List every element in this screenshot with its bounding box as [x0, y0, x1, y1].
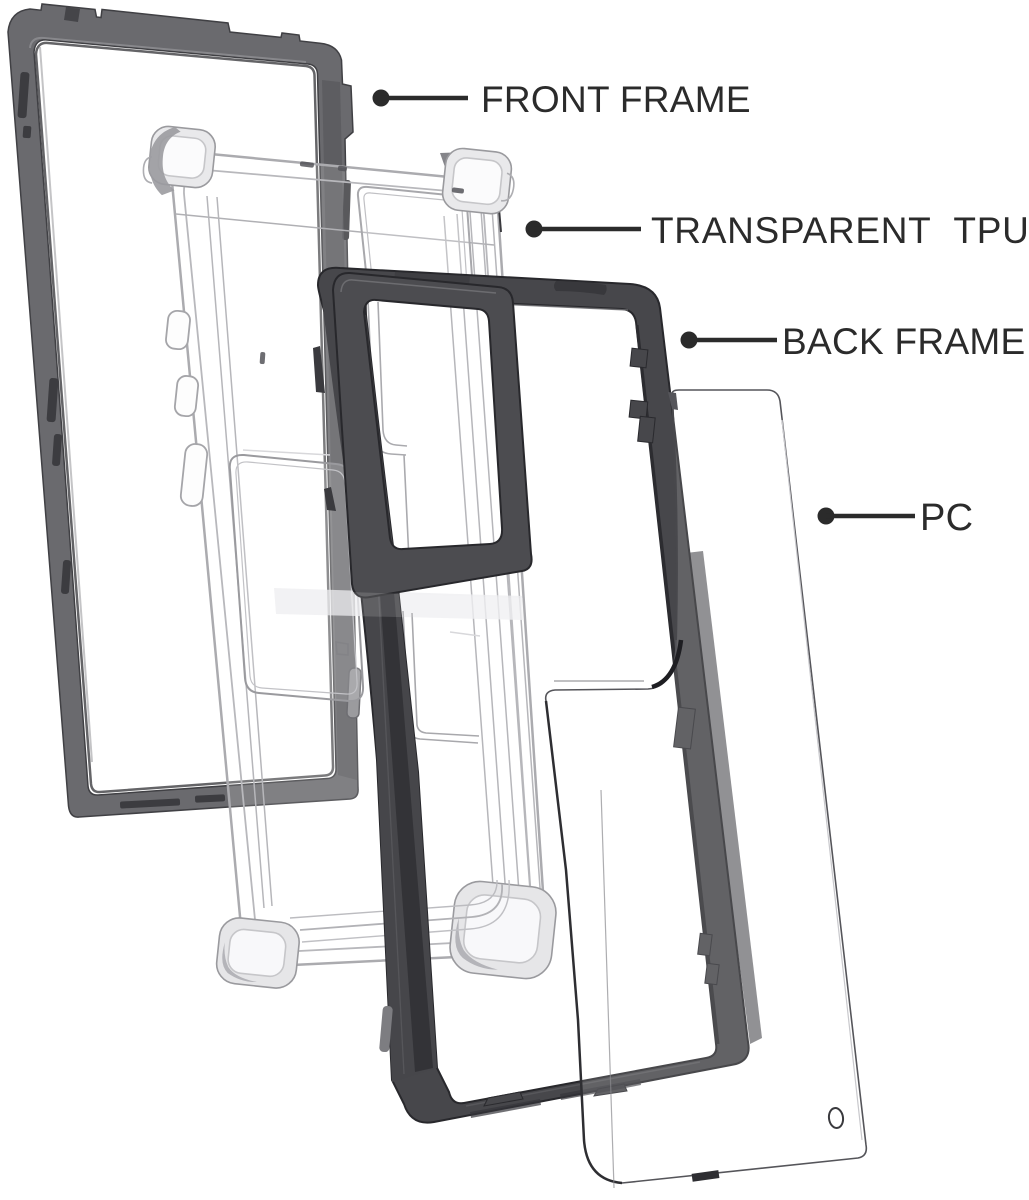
svg-text:BACK FRAME: BACK FRAME: [782, 321, 1026, 362]
svg-text:PC: PC: [920, 497, 973, 539]
svg-text:TRANSPARENT TPU: TRANSPARENT TPU: [651, 210, 1029, 251]
svg-text:FRONT FRAME: FRONT FRAME: [481, 79, 751, 120]
